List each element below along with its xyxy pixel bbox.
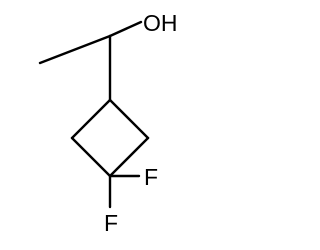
bond-ring-bottom-left xyxy=(70,136,112,178)
bond-ring-top-right xyxy=(108,98,150,140)
hydroxyl-label: OH xyxy=(143,10,178,36)
fluorine-right-label: F xyxy=(144,164,158,190)
fluorine-bottom-label: F xyxy=(104,210,118,236)
structure-canvas: OH F F xyxy=(38,10,178,236)
bond-ring-right-bottom xyxy=(108,136,150,178)
bond-carbinol-hydroxyl xyxy=(108,20,143,38)
bond-ring-left-top xyxy=(70,98,112,140)
molecule-structure: OH F F xyxy=(38,10,178,236)
bond-methyl-carbinol xyxy=(38,34,112,65)
